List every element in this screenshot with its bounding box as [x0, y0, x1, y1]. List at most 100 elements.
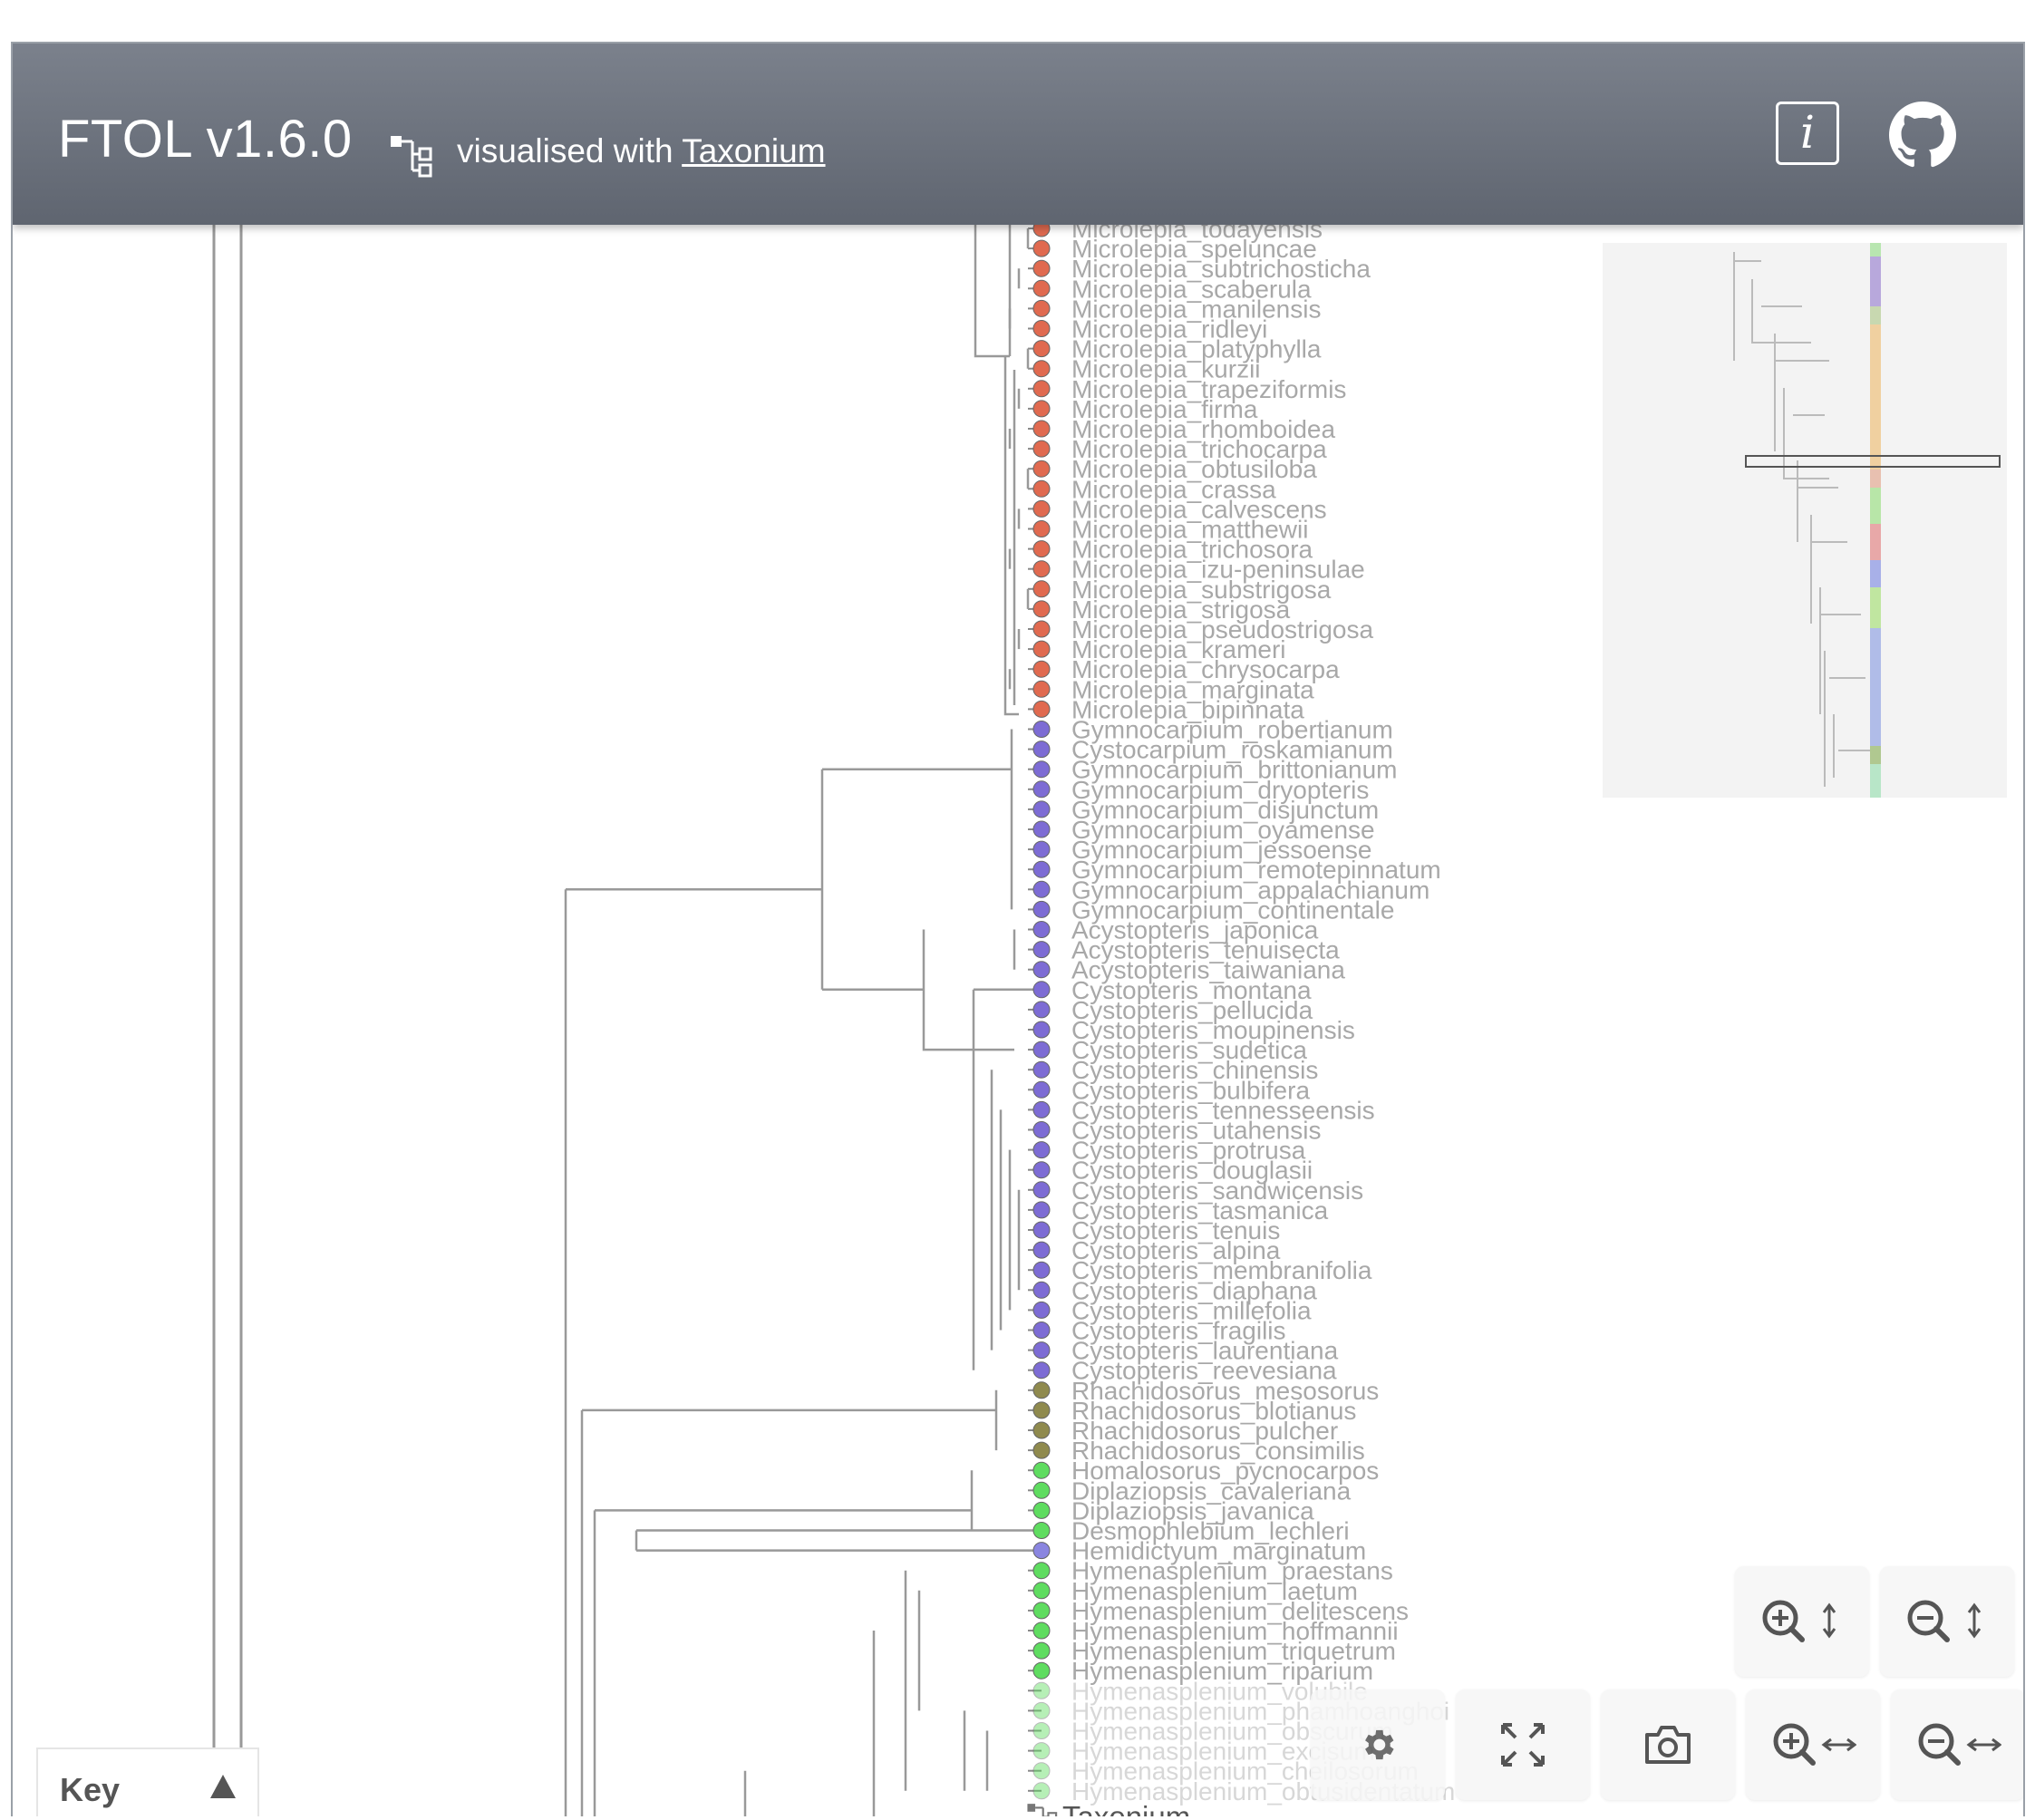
tip-node[interactable] [1032, 1381, 1051, 1399]
tip-node[interactable] [1032, 1641, 1051, 1660]
tip-node[interactable] [1032, 560, 1051, 578]
tip-label[interactable]: Cystopteris_montana [1071, 976, 1312, 1004]
tip-label[interactable]: Cystopteris_millefolia [1071, 1296, 1312, 1324]
tip-label[interactable]: Cystopteris_tennesseensis [1071, 1096, 1375, 1124]
tip-node[interactable] [1032, 1241, 1051, 1259]
tip-label[interactable]: Microlepia_crassa [1071, 475, 1276, 503]
tip-label[interactable]: Cystopteris_moupinensis [1071, 1016, 1355, 1044]
tip-label[interactable]: Cystopteris_sandwicensis [1071, 1176, 1363, 1205]
tip-label[interactable]: Microlepia_todayensis [1071, 225, 1323, 243]
tip-node[interactable] [1032, 780, 1051, 799]
tip-node[interactable] [1032, 1341, 1051, 1360]
tip-label[interactable]: Diplaziopsis_cavaleriana [1071, 1476, 1352, 1505]
tip-node[interactable] [1032, 279, 1051, 297]
tip-label[interactable]: Cystopteris_pellucida [1071, 996, 1313, 1024]
tip-node[interactable] [1032, 1060, 1051, 1079]
tip-node[interactable] [1032, 400, 1051, 418]
tip-node[interactable] [1032, 941, 1051, 959]
tip-node[interactable] [1032, 259, 1051, 277]
tip-label[interactable]: Rhachidosorus_pulcher [1071, 1417, 1338, 1445]
tip-node[interactable] [1032, 961, 1051, 979]
tip-label[interactable]: Hemidictyum_marginatum [1071, 1537, 1366, 1565]
zoom-out-vertical-button[interactable] [1880, 1566, 2014, 1677]
tip-node[interactable] [1032, 1661, 1051, 1680]
tip-node[interactable] [1032, 800, 1051, 818]
tree-minimap[interactable] [1603, 243, 2007, 798]
tip-node[interactable] [1032, 499, 1051, 518]
tip-node[interactable] [1032, 1321, 1051, 1339]
tip-node[interactable] [1032, 239, 1051, 257]
tip-node[interactable] [1032, 1001, 1051, 1019]
settings-button[interactable] [1311, 1689, 1445, 1800]
key-panel[interactable]: Key [36, 1747, 259, 1816]
tip-node[interactable] [1032, 1701, 1051, 1719]
tip-label[interactable]: Homalosorus_pycnocarpos [1071, 1457, 1379, 1485]
tip-label[interactable]: Hymenasplenium_delitescens [1071, 1597, 1409, 1625]
taxonium-link[interactable]: Taxonium [682, 132, 826, 169]
tip-node[interactable] [1032, 1501, 1051, 1519]
tip-node[interactable] [1032, 700, 1051, 718]
tip-label[interactable]: Microlepia_strigosa [1071, 595, 1291, 624]
tip-node[interactable] [1032, 741, 1051, 759]
tip-label[interactable]: Cystopteris_tenuis [1071, 1216, 1280, 1244]
tip-label[interactable]: Microlepia_scaberula [1071, 275, 1312, 303]
fullscreen-button[interactable] [1456, 1689, 1590, 1800]
tip-label[interactable]: Microlepia_obtusiloba [1071, 455, 1317, 483]
tip-node[interactable] [1032, 660, 1051, 678]
tip-node[interactable] [1032, 420, 1051, 438]
zoom-in-vertical-button[interactable] [1735, 1566, 1869, 1677]
tip-label[interactable]: Microlepia_krameri [1071, 635, 1286, 663]
tip-label[interactable]: Cystocarpium_roskamianum [1071, 736, 1393, 764]
tip-label[interactable]: Microlepia_subtrichosticha [1071, 255, 1371, 283]
tip-node[interactable] [1032, 580, 1051, 598]
tip-label[interactable]: Desmophlebium_lechleri [1071, 1517, 1350, 1545]
tip-label[interactable]: Microlepia_firma [1071, 395, 1258, 423]
tip-label[interactable]: Microlepia_ridleyi [1071, 315, 1267, 344]
tip-node[interactable] [1032, 860, 1051, 878]
tip-node[interactable] [1032, 680, 1051, 698]
tip-node[interactable] [1032, 520, 1051, 537]
tip-label[interactable]: Microlepia_manilensis [1071, 295, 1321, 323]
tip-label[interactable]: Acystopteris_taiwaniana [1071, 956, 1345, 984]
tip-node[interactable] [1032, 1522, 1051, 1539]
tip-label[interactable]: Cystopteris_sudetica [1071, 1036, 1307, 1064]
tip-label[interactable]: Microlepia_rhomboidea [1071, 415, 1335, 443]
zoom-in-horizontal-button[interactable] [1746, 1689, 1880, 1800]
tip-node[interactable] [1032, 981, 1051, 999]
tip-node[interactable] [1032, 479, 1051, 498]
tip-label[interactable]: Microlepia_trichosora [1071, 536, 1313, 564]
github-icon[interactable] [1889, 102, 1956, 169]
tip-node[interactable] [1032, 1301, 1051, 1319]
tip-label[interactable]: Rhachidosorus_mesosorus [1071, 1377, 1379, 1405]
tip-label[interactable]: Cystopteris_diaphana [1071, 1276, 1317, 1304]
tip-node[interactable] [1032, 1681, 1051, 1699]
tip-node[interactable] [1032, 1762, 1051, 1780]
tip-label[interactable]: Gymnocarpium_remotepinnatum [1071, 856, 1441, 884]
tip-node[interactable] [1032, 440, 1051, 458]
tip-node[interactable] [1032, 1261, 1051, 1279]
tip-label[interactable]: Cystopteris_chinensis [1071, 1056, 1318, 1084]
tip-label[interactable]: Cystopteris_protrusa [1071, 1137, 1306, 1165]
tip-node[interactable] [1032, 1542, 1051, 1560]
tip-label[interactable]: Microlepia_platyphylla [1071, 335, 1322, 363]
tip-node[interactable] [1032, 299, 1051, 317]
tip-label[interactable]: Gymnocarpium_disjunctum [1071, 796, 1379, 824]
tip-label[interactable]: Hymenasplenium_laetum [1071, 1577, 1358, 1605]
tip-node[interactable] [1032, 1281, 1051, 1299]
tip-node[interactable] [1032, 1461, 1051, 1479]
tip-label[interactable]: Microlepia_pseudostrigosa [1071, 615, 1374, 644]
tip-node[interactable] [1032, 1121, 1051, 1138]
tip-label[interactable]: Microlepia_kurzii [1071, 355, 1261, 383]
tip-label[interactable]: Cystopteris_bulbifera [1071, 1076, 1310, 1104]
tip-node[interactable] [1032, 900, 1051, 918]
tip-label[interactable]: Microlepia_calvescens [1071, 495, 1327, 523]
tip-node[interactable] [1032, 880, 1051, 898]
tip-label[interactable]: Microlepia_speluncae [1071, 235, 1317, 263]
tip-node[interactable] [1032, 1141, 1051, 1159]
tip-label[interactable]: Microlepia_izu-peninsulae [1071, 556, 1365, 584]
tip-node[interactable] [1032, 1361, 1051, 1380]
tip-label[interactable]: Cystopteris_alpina [1071, 1236, 1281, 1264]
tip-node[interactable] [1032, 1221, 1051, 1239]
tip-label[interactable]: Acystopteris_tenuisecta [1071, 936, 1340, 964]
tip-label[interactable]: Cystopteris_laurentiana [1071, 1337, 1339, 1365]
